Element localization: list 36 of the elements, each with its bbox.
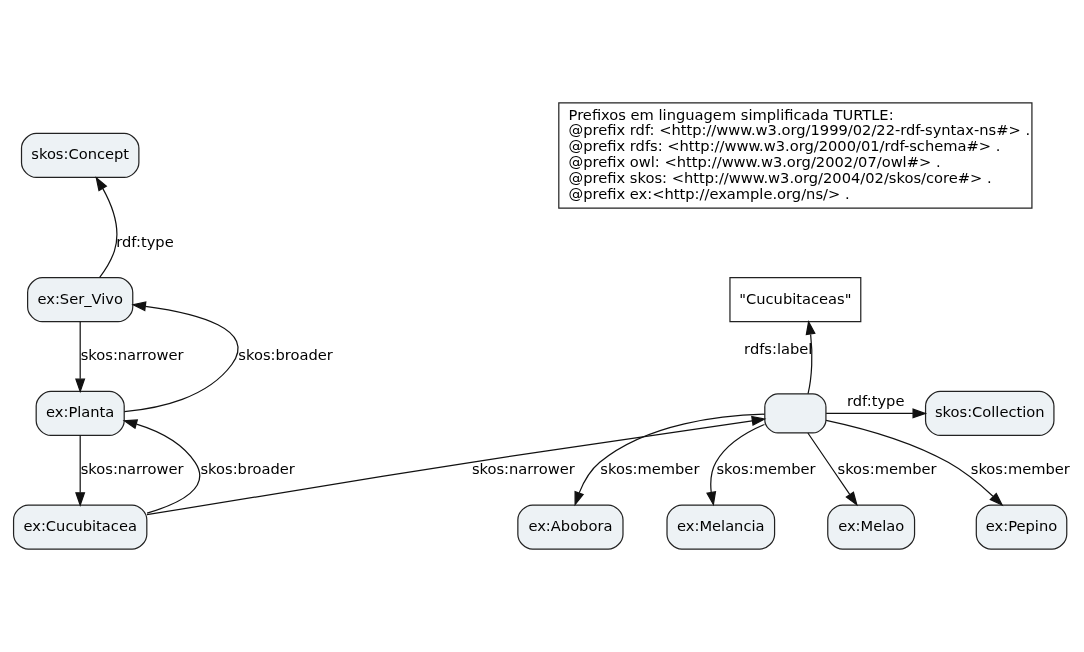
node-box: skos:Collection xyxy=(924,390,1055,437)
edge-label: rdf:type xyxy=(116,232,174,250)
arrow xyxy=(122,419,201,514)
edge-label: rdfs:label xyxy=(744,339,813,357)
node-box: ex:Melao xyxy=(827,504,916,550)
arrow xyxy=(146,415,767,516)
arrow xyxy=(123,301,239,413)
arrow xyxy=(825,419,1004,507)
edge-label: skos:narrower xyxy=(80,460,184,478)
arrow xyxy=(75,321,86,394)
arrow xyxy=(75,434,86,507)
edge-label: skos:member xyxy=(837,460,937,478)
node-box: ex:Melancia xyxy=(666,504,776,550)
node-box: ex:Ser_Vivo xyxy=(27,277,134,323)
arrow xyxy=(805,320,816,395)
node-box: ex:Planta xyxy=(35,390,125,437)
edge-label: rdf:type xyxy=(847,391,905,409)
arrow xyxy=(95,176,118,278)
node-box: skos:Concept xyxy=(20,132,140,179)
edge-label: skos:member xyxy=(970,460,1070,478)
node-box: Prefixos em linguagem simplificada TURTLE: @prefix rdf: <http://www.w3.org/1999/02/22-rdf-syntax-ns#> . @prefix rdfs: <http://www.w3.org/2000/01/rdf-schema#> . @prefix owl: <http://www.w3.org/2002/07/owl#> . @prefix skos: <http://www.w3.org/2004/02/skos/core#> . @prefix ex:<http://example.org/ns/> . xyxy=(558,102,1033,209)
arrow xyxy=(574,413,766,507)
arrow xyxy=(706,423,766,507)
edge-label: skos:narrower xyxy=(471,460,575,478)
node-box xyxy=(764,393,827,434)
edge-label: skos:member xyxy=(600,460,700,478)
edge-label: skos:broader xyxy=(200,460,295,478)
node-box: "Cucubitaceas" xyxy=(729,277,862,323)
arrow xyxy=(825,408,928,419)
node-box: ex:Abobora xyxy=(517,504,624,550)
arrow xyxy=(807,432,858,507)
node-box: ex:Cucubitacea xyxy=(12,504,148,550)
edge-label: skos:member xyxy=(716,460,816,478)
edge-label: skos:narrower xyxy=(80,346,184,364)
edge-label: skos:broader xyxy=(238,346,333,364)
node-box: ex:Pepino xyxy=(975,504,1068,550)
